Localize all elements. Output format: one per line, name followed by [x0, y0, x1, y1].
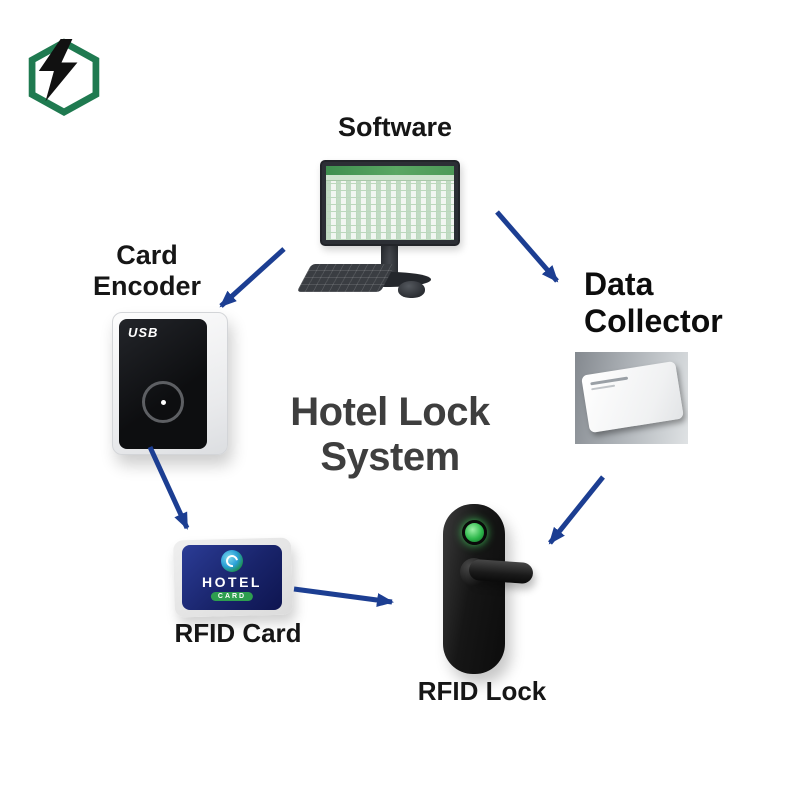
card-encoder-label: Card Encoder — [72, 240, 222, 302]
monitor-screen — [326, 166, 454, 240]
rfid-lock-plate — [443, 504, 505, 674]
logo-hexagon — [28, 38, 100, 116]
data-collector-label: Data Collector — [584, 266, 774, 340]
page-title: Hotel Lock System — [290, 390, 490, 479]
card-encoder-device: USB — [112, 312, 228, 455]
arrow-encoder-to-card — [147, 445, 190, 530]
arrow-card-to-lock — [293, 586, 394, 607]
rfid-card-label: RFID Card — [174, 618, 302, 648]
rfid-antenna-ring-icon — [142, 381, 184, 423]
software-label: Software — [337, 112, 453, 142]
spreadsheet-toolbar — [326, 166, 454, 175]
data-collector-label-line2: Collector — [584, 303, 723, 339]
arrow-software-to-encoder — [219, 247, 286, 308]
data-collector-photo — [575, 352, 688, 444]
card-print-line — [590, 376, 629, 386]
card-print-line-2 — [591, 384, 616, 391]
usb-logo: USB — [128, 325, 159, 340]
keyboard — [296, 264, 396, 292]
rfid-card: HOTEL CARD — [182, 545, 282, 610]
software-monitor — [320, 160, 460, 246]
lock-handle — [468, 558, 534, 585]
encoder-front-panel: USB — [119, 319, 207, 449]
spreadsheet-grid — [326, 181, 454, 240]
rfid-lock-label: RFID Lock — [417, 676, 547, 706]
spreadsheet-header-row — [326, 175, 454, 181]
card-brand-subtext: CARD — [210, 592, 254, 601]
arrow-collector-to-lock — [548, 475, 605, 545]
lightning-bolt-icon — [38, 39, 78, 102]
hotel-card-logo-icon — [221, 550, 243, 572]
mouse — [398, 281, 425, 298]
arrow-software-to-collector — [495, 210, 559, 283]
data-collector-label-line1: Data — [584, 266, 654, 302]
collector-white-card — [581, 360, 684, 434]
card-encoder-label-line2: Encoder — [92, 271, 202, 301]
encoder-led — [161, 400, 166, 405]
card-encoder-label-line1: Card — [116, 240, 178, 270]
brand-logo — [28, 38, 100, 116]
lock-green-indicator — [462, 520, 487, 545]
card-brand-text: HOTEL — [202, 574, 262, 590]
logo-swirl-icon — [223, 552, 241, 570]
